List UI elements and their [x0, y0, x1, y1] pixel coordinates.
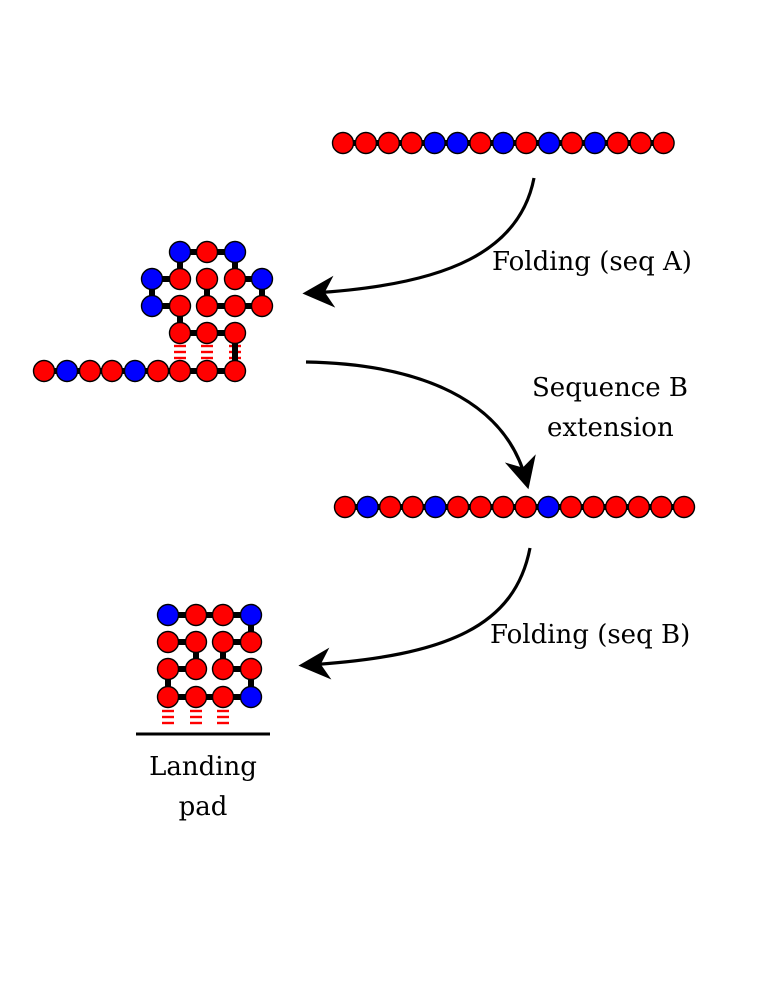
monomer-bead-icon [184, 657, 208, 681]
monomer-bead-icon [239, 630, 263, 654]
monomer-bead-icon [559, 495, 583, 519]
monomer-bead-icon [223, 359, 247, 383]
monomer-bead-icon [331, 131, 355, 155]
monomer-bead-icon [156, 630, 180, 654]
monomer-bead-icon [78, 359, 102, 383]
unfolded-chain-seq-b [333, 495, 696, 519]
monomer-bead-icon [515, 131, 538, 155]
monomer-bead-icon [184, 603, 208, 627]
monomer-bead-icon [168, 267, 192, 291]
monomer-bead-icon [55, 359, 79, 383]
monomer-bead-icon [400, 131, 423, 155]
monomer-bead-icon [211, 657, 235, 681]
monomer-bead-icon [605, 495, 628, 519]
monomer-bead-icon [195, 359, 219, 383]
monomer-bead-icon [239, 657, 263, 681]
monomer-bead-icon [211, 685, 235, 709]
monomer-bead-icon [211, 603, 235, 627]
unfolded-chain-seq-a [331, 131, 675, 155]
monomer-bead-icon [123, 359, 147, 383]
landing-label: Landing [149, 752, 257, 782]
monomer-bead-icon [672, 495, 696, 519]
monomer-bead-icon [195, 267, 219, 291]
monomer-bead-icon [333, 495, 357, 519]
monomer-bead-icon [514, 495, 537, 519]
monomer-bead-icon [492, 131, 515, 155]
monomer-bead-icon [537, 495, 560, 519]
monomer-bead-icon [446, 131, 469, 155]
monomer-bead-icon [195, 240, 219, 264]
sequence-b-label: Sequence B [532, 373, 688, 403]
monomer-bead-icon [184, 685, 208, 709]
monomer-bead-icon [446, 495, 470, 519]
monomer-bead-icon [423, 131, 446, 155]
monomer-bead-icon [195, 321, 219, 345]
monomer-bead-icon [223, 321, 247, 345]
monomer-bead-icon [168, 321, 192, 345]
monomer-bead-icon [424, 495, 447, 519]
monomer-bead-icon [223, 267, 247, 291]
monomer-bead-icon [239, 603, 263, 627]
curved-arrow-icon [298, 547, 532, 680]
monomer-bead-icon [627, 495, 650, 519]
monomer-bead-icon [629, 131, 652, 155]
monomer-bead-icon [606, 131, 629, 155]
monomer-bead-icon [650, 495, 673, 519]
pad-label: pad [179, 792, 228, 822]
monomer-bead-icon [156, 685, 180, 709]
monomer-bead-icon [379, 495, 402, 519]
monomer-bead-icon [652, 131, 675, 155]
folded-hairpin-seq-a [32, 240, 274, 383]
monomer-bead-icon [239, 685, 263, 709]
monomer-bead-icon [184, 630, 208, 654]
folded-compact-seq-b [156, 603, 263, 725]
monomer-bead-icon [469, 495, 492, 519]
monomer-bead-icon [32, 359, 56, 383]
extension-label: extension [547, 413, 674, 443]
curved-arrow-icon [302, 177, 536, 308]
monomer-bead-icon [469, 131, 492, 155]
monomer-bead-icon [582, 495, 605, 519]
monomer-bead-icon [250, 294, 274, 318]
monomer-bead-icon [560, 131, 584, 155]
monomer-bead-icon [156, 603, 180, 627]
monomer-bead-icon [195, 294, 219, 318]
monomer-bead-icon [401, 495, 424, 519]
monomer-bead-icon [537, 131, 561, 155]
monomer-bead-icon [140, 294, 164, 318]
monomer-bead-icon [223, 240, 247, 264]
monomer-bead-icon [223, 294, 247, 318]
monomer-bead-icon [100, 359, 124, 383]
monomer-bead-icon [492, 495, 515, 519]
monomer-bead-icon [583, 131, 607, 155]
monomer-bead-icon [146, 359, 170, 383]
curved-arrow-icon [305, 360, 536, 490]
monomer-bead-icon [377, 131, 400, 155]
folding-seq-b-label: Folding (seq B) [490, 620, 690, 650]
monomer-bead-icon [168, 294, 192, 318]
monomer-bead-icon [356, 495, 379, 519]
monomer-bead-icon [250, 267, 274, 291]
monomer-bead-icon [354, 131, 378, 155]
monomer-bead-icon [140, 267, 164, 291]
monomer-bead-icon [211, 630, 235, 654]
monomer-bead-icon [168, 240, 192, 264]
monomer-bead-icon [156, 657, 180, 681]
folding-seq-a-label: Folding (seq A) [492, 247, 692, 277]
monomer-bead-icon [168, 359, 192, 383]
